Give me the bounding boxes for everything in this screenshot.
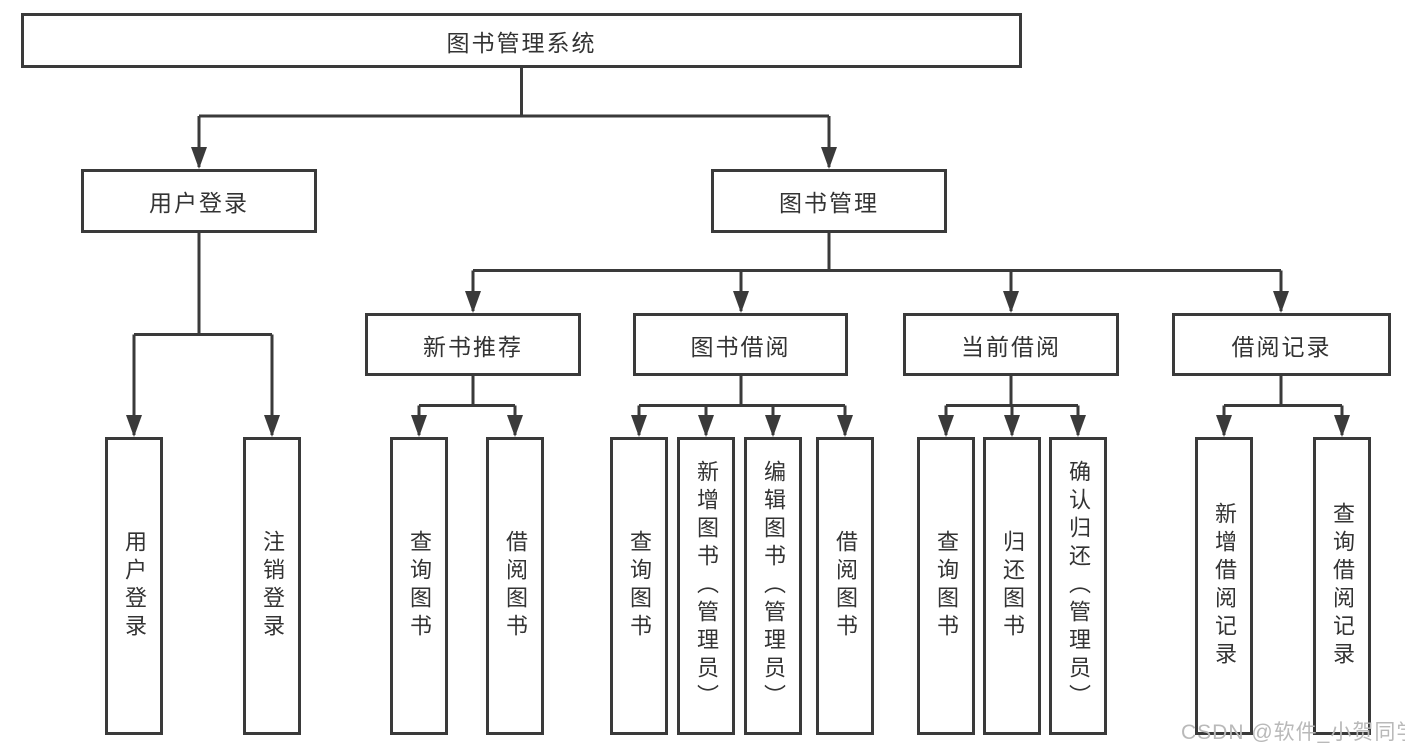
leaf-query-books-current: 查询图书 (917, 437, 975, 735)
node-user-login: 用户登录 (81, 169, 317, 233)
node-book-borrowing: 图书借阅 (633, 313, 848, 376)
leaf-logout: 注销登录 (243, 437, 301, 735)
leaf-confirm-return-admin: 确认归还（管理员） (1049, 437, 1107, 735)
leaf-borrow-books-recommend: 借阅图书 (486, 437, 544, 735)
node-library-management-system: 图书管理系统 (21, 13, 1022, 68)
leaf-user-login: 用户登录 (105, 437, 163, 735)
leaf-return-books: 归还图书 (983, 437, 1041, 735)
leaf-borrow-books-borrowing: 借阅图书 (816, 437, 874, 735)
node-new-book-recommendation: 新书推荐 (365, 313, 581, 376)
leaf-query-books-borrowing: 查询图书 (610, 437, 668, 735)
watermark-text: CSDN @软件_小贺同学 (1181, 721, 1405, 744)
leaf-query-books-recommend: 查询图书 (390, 437, 448, 735)
leaf-query-borrow-record: 查询借阅记录 (1313, 437, 1371, 735)
node-current-borrowing: 当前借阅 (903, 313, 1119, 376)
leaf-edit-books-admin: 编辑图书（管理员） (744, 437, 802, 735)
leaf-add-borrow-record: 新增借阅记录 (1195, 437, 1253, 735)
node-book-management: 图书管理 (711, 169, 947, 233)
leaf-add-books-admin: 新增图书（管理员） (677, 437, 735, 735)
node-borrowing-records: 借阅记录 (1172, 313, 1391, 376)
